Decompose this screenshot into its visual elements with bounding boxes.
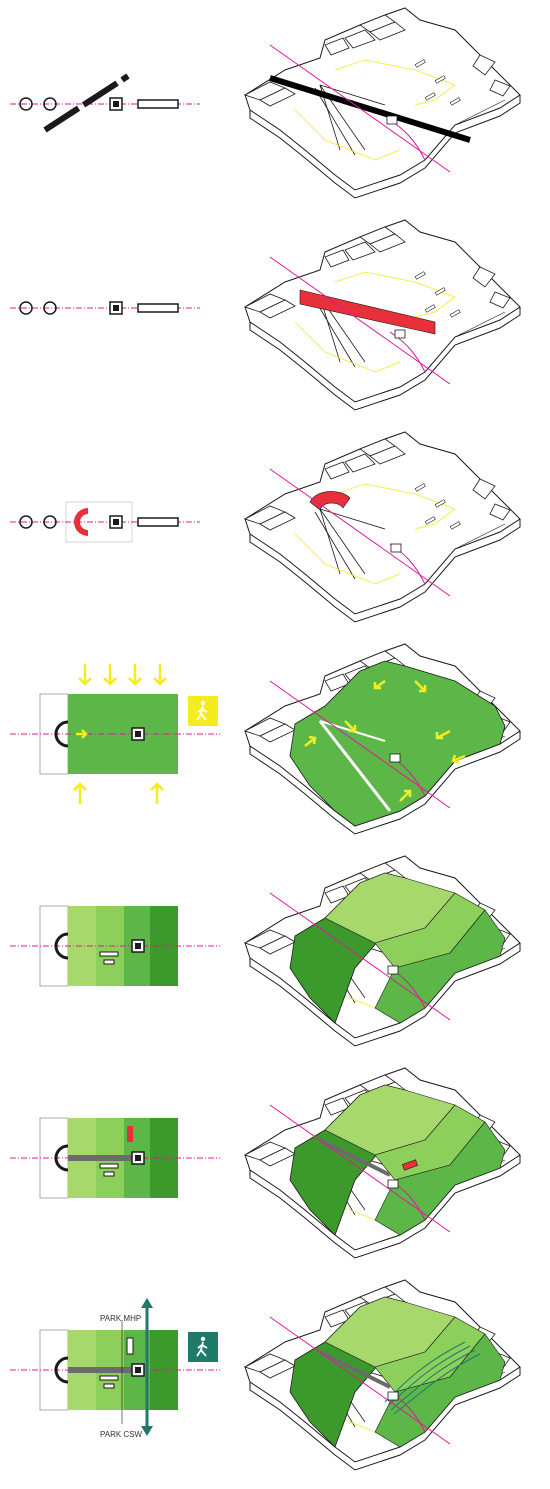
pedestrian-icon-head [200,700,206,706]
pedestrian-icon [188,696,218,726]
axo-diagram-2 [244,219,521,411]
arc-node [54,1144,69,1172]
circle-node [43,301,57,315]
arc-node [54,720,69,748]
square-node-core [113,519,119,525]
square-node-core [135,731,141,737]
red-arc [309,491,351,511]
bar-node [137,303,179,313]
arrow-north [141,1298,153,1308]
park-bottom-label: PARK CSW [100,1430,143,1439]
square-node-core [135,1367,141,1373]
path-line [389,331,426,373]
pedestrian-icon-body [196,1341,208,1357]
path-strip [68,1155,138,1161]
bench [103,1383,115,1389]
axo-diagram-3 [244,431,521,623]
square-node-core [113,101,119,107]
red-element [127,1126,133,1142]
green-band-3 [374,1333,506,1448]
diagram-row-6 [0,1060,550,1272]
plan-diagram-5 [10,905,220,987]
plan-diagram-6 [10,1117,220,1199]
diagram-row-1 [0,0,550,212]
pavilion [394,329,406,339]
axo-diagram-5 [244,855,521,1047]
pavilion [387,965,399,975]
arc-node [54,1356,69,1384]
white-path [318,720,392,812]
pedestrian-icon-head [200,1336,206,1342]
pavilion [390,543,402,553]
diagram-row-2 [0,212,550,424]
circle-node [19,301,33,315]
arrow-south [141,1426,153,1436]
park-top-label: PARK MHP [100,1314,141,1323]
green-band-3 [374,1121,506,1236]
diagram-row-7: PARK MHP PARK CSW [0,1272,550,1484]
arrows-north [73,782,164,804]
circle-node [43,515,57,529]
pavilion [389,753,401,763]
bench [99,951,119,957]
circle-node [43,97,57,111]
pedestrian-icon-body [196,705,208,721]
pavilion [387,1391,399,1401]
path-strip [319,1350,391,1389]
bench [103,1171,115,1177]
red-arc [73,508,88,536]
path-strip [68,1367,138,1373]
axo-diagram-1 [244,7,521,199]
red-band [299,289,436,335]
pedestrian-icon [188,1332,218,1362]
bar-node [137,517,179,527]
barrier-band [269,75,471,143]
circle-node [19,515,33,529]
arrows-south [78,664,167,686]
bar-node [137,99,179,109]
bench-vertical [126,1337,134,1355]
flow-arrows [304,679,466,802]
plan-diagram-2 [10,301,200,315]
bench [103,959,115,965]
square-node-core [113,305,119,311]
arrow-east [76,729,88,739]
axo-diagram-7 [244,1279,521,1471]
diagram-row-5 [0,848,550,1060]
square-node-core [135,943,141,949]
axo-diagram-6 [244,1067,521,1259]
plan-diagram-1 [10,73,200,133]
bench [99,1163,119,1169]
red-element [402,1159,418,1171]
plan-diagram-7: PARK MHP PARK CSW [10,1298,220,1439]
barrier-line [43,73,130,133]
axo-diagram-4 [244,643,521,835]
pavilion [387,1179,399,1189]
diagram-row-4 [0,636,550,848]
arc-node [54,932,69,960]
green-band-3 [374,909,506,1024]
circle-node [19,97,33,111]
diagram-row-3 [0,424,550,636]
bench [99,1375,119,1381]
green-field [289,660,506,827]
pavilion [386,115,398,125]
square-node-core [135,1155,141,1161]
plan-diagram-3 [10,501,200,543]
plan-diagram-4 [10,664,220,804]
path-strip [319,1138,391,1177]
